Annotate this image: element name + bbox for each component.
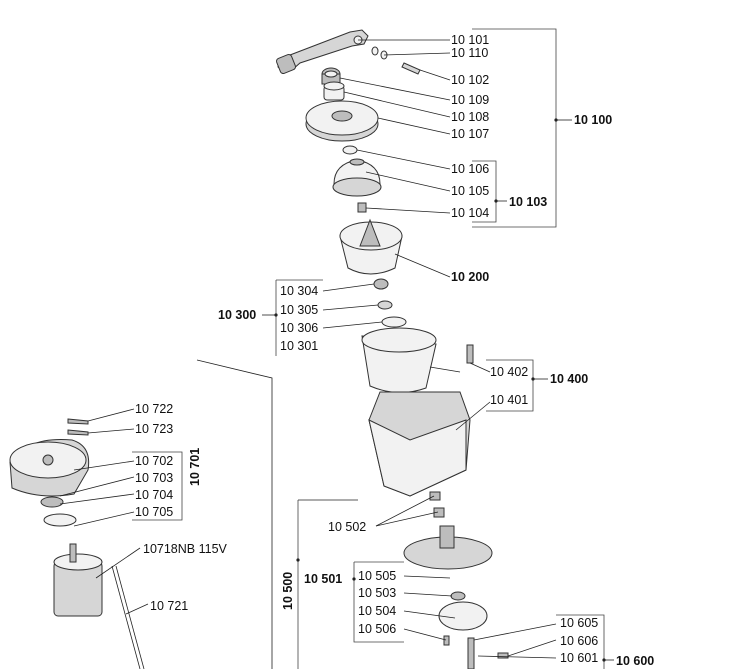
label-10106: 10 106: [451, 162, 489, 176]
part-screw: [466, 344, 474, 364]
group-label-10400: 10 400: [550, 372, 588, 386]
label-10104: 10 104: [451, 206, 489, 220]
label-10718nb: 10718NB 115V: [143, 542, 228, 556]
part-disc-hole: [331, 110, 353, 122]
label-10605: 10 605: [560, 616, 598, 630]
group-label-10103: 10 103: [509, 195, 547, 209]
label-10502: 10 502: [328, 520, 366, 534]
label-10304: 10 304: [280, 284, 318, 298]
part-motor-washer: [40, 496, 64, 508]
group-label-10600: 10 600: [616, 654, 654, 668]
group-label-10500: 10 500: [281, 572, 295, 610]
label-10721: 10 721: [150, 599, 188, 613]
label-10702: 10 702: [135, 454, 173, 468]
label-10101: 10 101: [451, 33, 489, 47]
part-plate: [438, 601, 488, 631]
group-brackets: [132, 28, 614, 669]
part-seal: [377, 300, 393, 310]
group-label-10501: 10 501: [304, 572, 342, 586]
label-10705: 10 705: [135, 505, 173, 519]
part-oring-top: [342, 145, 358, 155]
label-10704: 10 704: [135, 488, 173, 502]
label-10401: 10 401: [490, 393, 528, 407]
part-handle-grip: [275, 53, 297, 75]
group-label-10200: 10 200: [451, 270, 489, 284]
part-motor-top: [53, 553, 103, 571]
label-10109: 10 109: [451, 93, 489, 107]
label-10703: 10 703: [135, 471, 173, 485]
part-plate-screw: [443, 635, 450, 646]
divider-left-panel: [196, 359, 273, 669]
part-screw-b: [67, 429, 89, 436]
part-housing-front: [368, 419, 467, 497]
part-gasket: [381, 316, 407, 328]
part-bearing: [450, 591, 466, 601]
label-10505: 10 505: [358, 569, 396, 583]
label-10105: 10 105: [451, 184, 489, 198]
label-10503: 10 503: [358, 586, 396, 600]
group-label-10300: 10 300: [218, 308, 256, 322]
label-10102: 10 102: [451, 73, 489, 87]
part-spinner-shaft: [439, 525, 455, 549]
part-bushing-top: [324, 70, 338, 78]
part-bowl-rim: [361, 327, 437, 353]
part-drawings: [9, 29, 509, 669]
label-10305: 10 305: [280, 303, 318, 317]
part-long-rod-edge: [115, 565, 145, 669]
part-long-rod: [111, 565, 141, 669]
label-10722: 10 722: [135, 402, 173, 416]
part-washer-a: [371, 46, 379, 56]
label-10402: 10 402: [490, 365, 528, 379]
part-cap-small: [373, 278, 389, 290]
part-motor-flange-hole: [42, 454, 54, 466]
label-10506: 10 506: [358, 622, 396, 636]
part-cone-spike: [359, 218, 381, 247]
leader-lines: [59, 39, 557, 659]
label-10301: 10 301: [280, 339, 318, 353]
part-motor-shaft: [69, 543, 77, 563]
label-10504: 10 504: [358, 604, 396, 618]
group-label-10701: 10 701: [188, 448, 202, 486]
part-cap-rim: [332, 177, 382, 197]
label-10108: 10 108: [451, 110, 489, 124]
group-label-10100: 10 100: [574, 113, 612, 127]
label-10107: 10 107: [451, 127, 489, 141]
part-motor-disc: [43, 513, 77, 527]
label-10606: 10 606: [560, 634, 598, 648]
label-10723: 10 723: [135, 422, 173, 436]
part-screw-a: [67, 418, 89, 425]
part-hub-top: [323, 81, 345, 91]
label-10601: 10 601: [560, 651, 598, 665]
part-cap-top: [349, 158, 365, 166]
part-pin: [401, 62, 421, 75]
part-spacer-a: [429, 491, 441, 501]
part-clip: [497, 652, 509, 659]
part-rod: [467, 637, 475, 669]
label-10306: 10 306: [280, 321, 318, 335]
part-plug: [357, 202, 367, 213]
label-10110: 10 110: [451, 46, 488, 60]
